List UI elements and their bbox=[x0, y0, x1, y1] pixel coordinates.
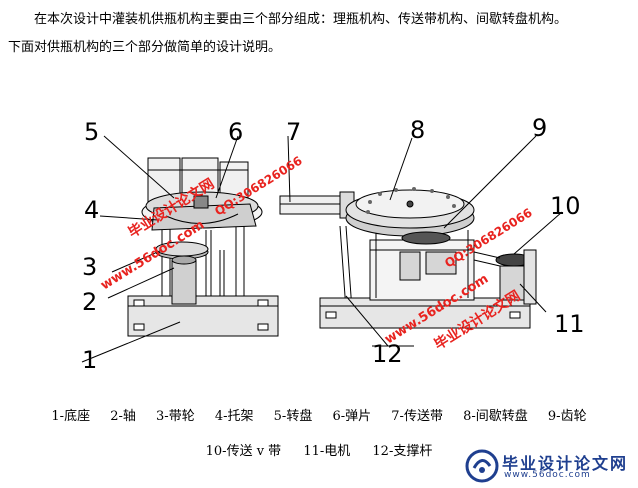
description-paragraph: 下面对供瓶机构的三个部分做简单的设计说明。 bbox=[8, 40, 282, 55]
callout-9: 9 bbox=[532, 114, 547, 142]
caption-item: 5-转盘 bbox=[273, 409, 313, 424]
right-motor bbox=[499, 249, 537, 305]
left-base bbox=[127, 295, 279, 337]
caption-item: 10-传送 v 带 bbox=[205, 444, 282, 459]
left-pulley bbox=[155, 241, 209, 260]
caption-item: 3-带轮 bbox=[156, 409, 195, 424]
caption-item: 1-底座 bbox=[51, 409, 91, 424]
caption-row-1: 1-底座 2-轴 3-带轮 4-托架 5-转盘 6-弹片 7-传送带 8-间歇转… bbox=[0, 405, 638, 424]
right-base bbox=[319, 297, 531, 329]
intro-paragraph: 在本次设计中灌装机供瓶机构主要由三个部分组成：理瓶机构、传送带机构、间歇转盘机构… bbox=[34, 12, 568, 27]
intermittent-turntable bbox=[345, 187, 475, 245]
callout-1: 1 bbox=[82, 346, 97, 374]
bottle-feeding-mechanism-drawing: 1 2 3 4 5 6 7 8 9 10 11 12 毕业设计论文网 www.5… bbox=[81, 114, 585, 374]
left-turntable bbox=[141, 191, 263, 231]
callout-3: 3 bbox=[82, 253, 97, 281]
leader-lines bbox=[81, 135, 563, 363]
callout-5: 5 bbox=[84, 118, 99, 146]
callout-4: 4 bbox=[84, 196, 99, 224]
callout-7: 7 bbox=[286, 118, 301, 146]
site-logo: 毕业设计论文网 www.56doc.com bbox=[464, 448, 634, 484]
caption-item: 2-轴 bbox=[110, 409, 136, 424]
callout-8: 8 bbox=[410, 116, 425, 144]
logo-text: 毕业设计论文网 bbox=[502, 454, 629, 473]
caption-item: 4-托架 bbox=[214, 409, 254, 424]
caption-item: 8-间歇转盘 bbox=[463, 409, 528, 424]
logo-url: www.56doc.com bbox=[504, 470, 591, 480]
caption-item: 7-传送带 bbox=[391, 409, 443, 424]
logo-mark-icon bbox=[465, 449, 499, 483]
callout-12: 12 bbox=[372, 340, 403, 368]
left-motor bbox=[171, 255, 197, 305]
caption-item: 11-电机 bbox=[303, 444, 351, 459]
caption-item: 9-齿轮 bbox=[547, 409, 587, 424]
callout-10: 10 bbox=[550, 192, 581, 220]
callout-6: 6 bbox=[228, 118, 243, 146]
callout-11: 11 bbox=[554, 310, 585, 338]
caption-item: 6-弹片 bbox=[332, 409, 372, 424]
caption-row-2: 10-传送 v 带 11-电机 12-支撑杆 bbox=[0, 440, 638, 459]
right-frame bbox=[369, 230, 475, 301]
callout-2: 2 bbox=[82, 288, 97, 316]
conveyor-belt bbox=[279, 191, 355, 311]
caption-item: 12-支撑杆 bbox=[372, 444, 433, 459]
right-pulley bbox=[473, 251, 533, 267]
